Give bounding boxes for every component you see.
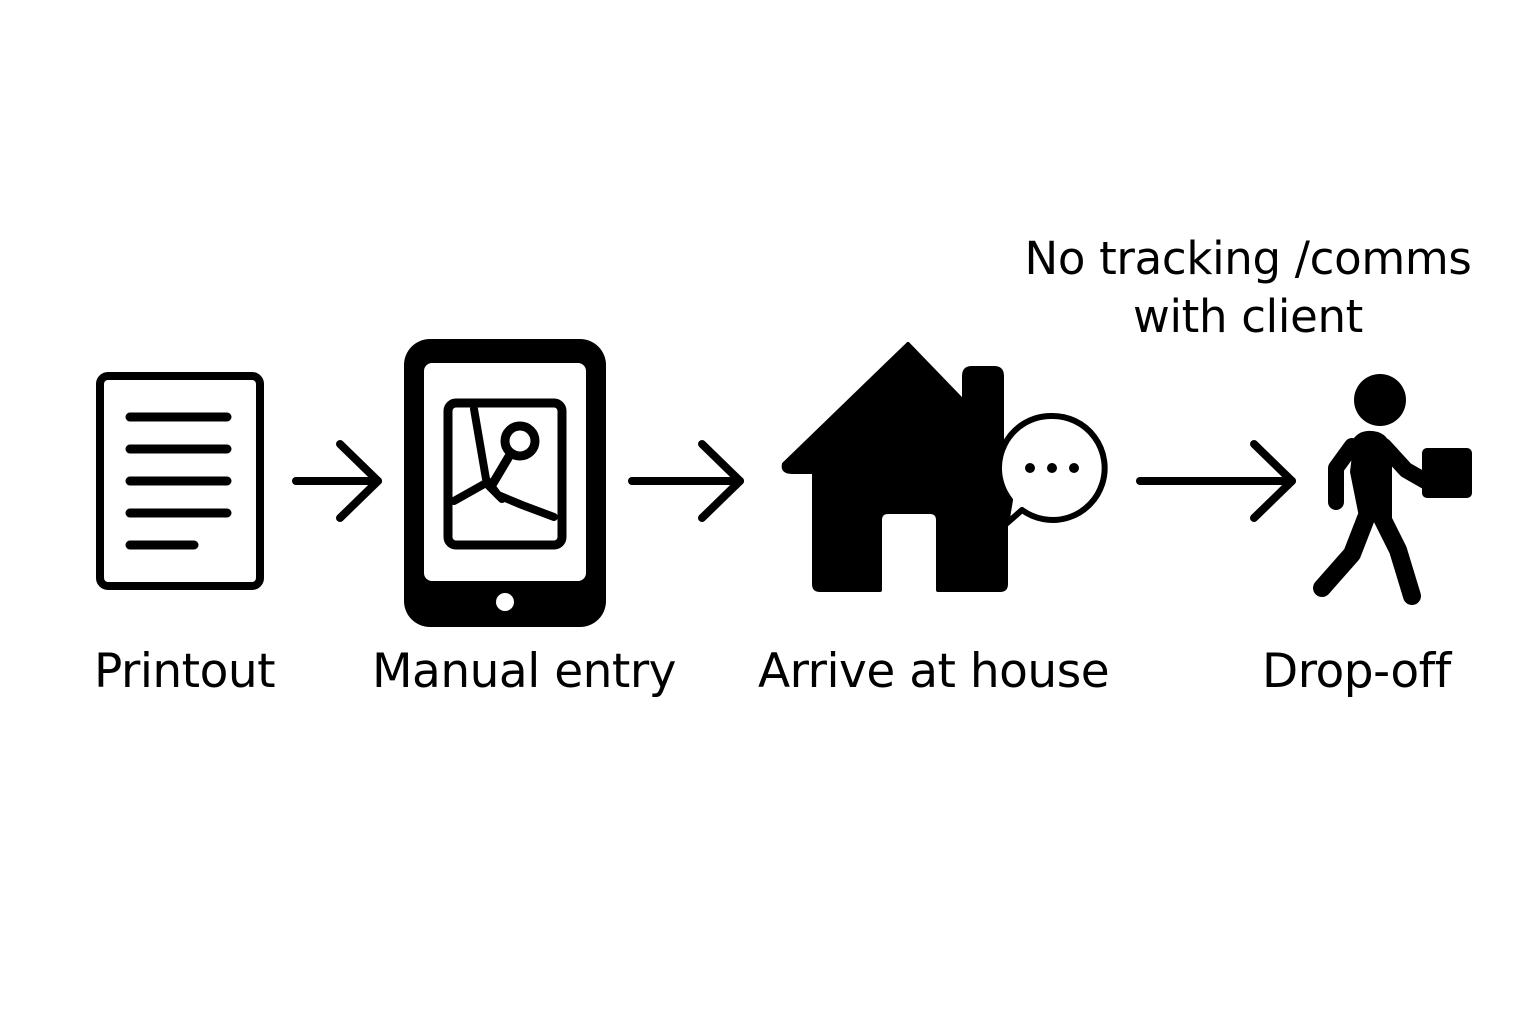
- arrow-right-icon: [1136, 440, 1296, 522]
- annotation-no-tracking: No tracking /comms with client: [1008, 230, 1488, 346]
- document-icon: [96, 372, 264, 590]
- chat-bubble-icon: [995, 412, 1108, 527]
- tablet-map-icon: [404, 339, 606, 627]
- annotation-line-2: with client: [1132, 290, 1364, 343]
- annotation-line-1: No tracking /comms: [1024, 232, 1472, 285]
- house-icon: [781, 342, 1008, 592]
- arrow-right-icon: [628, 440, 744, 522]
- step-label-printout: Printout: [94, 644, 276, 699]
- step-label-drop-off: Drop-off: [1262, 644, 1451, 699]
- arrow-right-icon: [292, 440, 382, 522]
- delivery-person-icon: [1313, 374, 1472, 605]
- step-label-manual-entry: Manual entry: [372, 644, 677, 699]
- step-label-arrive-at-house: Arrive at house: [758, 644, 1110, 699]
